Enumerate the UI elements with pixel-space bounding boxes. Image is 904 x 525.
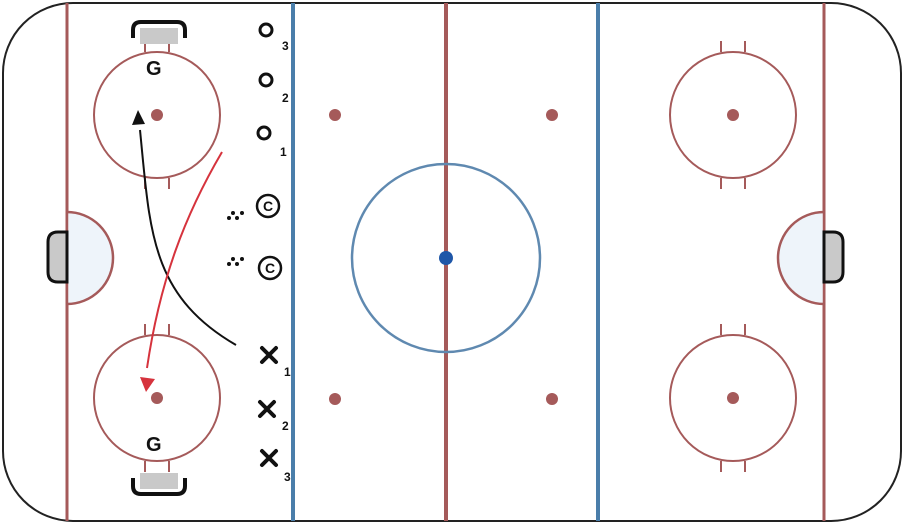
goalie-label-top: G bbox=[146, 58, 162, 80]
goal-net-icon bbox=[131, 20, 187, 44]
goal-crease-left bbox=[65, 210, 115, 306]
coach-group: C bbox=[227, 255, 283, 281]
forward-player: 2 bbox=[258, 72, 289, 105]
arrowhead-icon bbox=[132, 110, 145, 125]
faceoff-circle-left-bottom bbox=[93, 324, 221, 472]
forward-player: 1 bbox=[256, 125, 287, 159]
player-number: 1 bbox=[284, 365, 291, 379]
faceoff-circle-right-bottom bbox=[669, 324, 797, 472]
player-number: 3 bbox=[282, 39, 289, 53]
coach-icon: C bbox=[257, 255, 283, 281]
goal-net-icon bbox=[822, 230, 845, 284]
neutral-dot bbox=[329, 393, 341, 405]
puck-pile-icon bbox=[227, 211, 244, 220]
skate-path-red bbox=[146, 151, 223, 369]
neutral-dot bbox=[329, 109, 341, 121]
center-circle bbox=[350, 162, 542, 354]
goal-net-icon bbox=[131, 473, 187, 496]
goal-crease-right bbox=[776, 210, 826, 306]
faceoff-circle-right-top bbox=[669, 41, 797, 189]
player-number: 1 bbox=[280, 145, 287, 159]
goal-net-icon bbox=[46, 230, 69, 284]
neutral-dot bbox=[546, 109, 558, 121]
center-faceoff-dot bbox=[439, 251, 453, 265]
skate-path-black bbox=[139, 129, 237, 346]
goalie-label-bottom: G bbox=[146, 434, 162, 456]
player-number: 2 bbox=[282, 419, 289, 433]
puck-pile-icon bbox=[227, 257, 244, 266]
defender-player: 1 bbox=[260, 346, 291, 379]
arrowhead-icon bbox=[140, 377, 155, 392]
coach-label: C bbox=[263, 198, 273, 214]
defender-player: 3 bbox=[260, 449, 291, 484]
player-number: 3 bbox=[284, 470, 291, 484]
coach-group: C bbox=[227, 193, 281, 220]
player-number: 2 bbox=[282, 91, 289, 105]
coach-icon: C bbox=[255, 193, 281, 219]
coach-label: C bbox=[265, 260, 275, 276]
neutral-dot bbox=[546, 393, 558, 405]
defender-player: 2 bbox=[258, 400, 289, 433]
forward-player: 3 bbox=[258, 22, 289, 53]
